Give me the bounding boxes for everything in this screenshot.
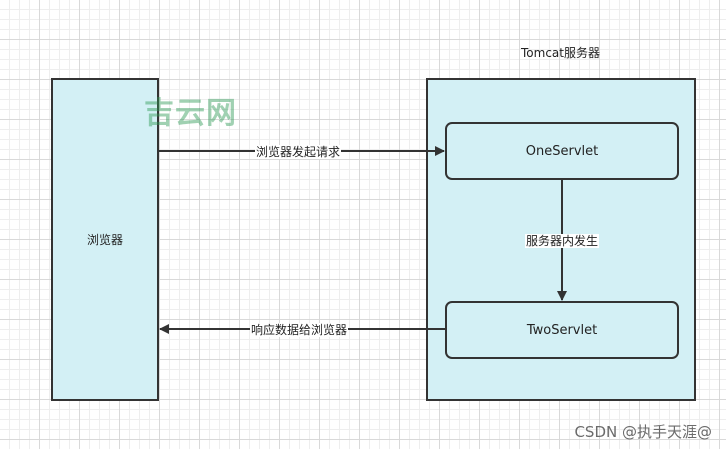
watermark-logo: 吉云网 bbox=[144, 96, 237, 131]
browser-label: 浏览器 bbox=[86, 233, 123, 247]
two-servlet-node: TwoServlet bbox=[445, 301, 679, 359]
browser-node: 浏览器 bbox=[51, 78, 159, 401]
two-servlet-label: TwoServlet bbox=[526, 322, 598, 338]
credit-text: CSDN @执手天涯@ bbox=[574, 423, 712, 441]
response-label: 响应数据给浏览器 bbox=[250, 323, 349, 337]
server-title: Tomcat服务器 bbox=[521, 46, 600, 60]
internal-label: 服务器内发生 bbox=[525, 234, 600, 248]
request-label: 浏览器发起请求 bbox=[255, 145, 342, 159]
one-servlet-label: OneServlet bbox=[525, 143, 599, 159]
one-servlet-node: OneServlet bbox=[445, 122, 679, 180]
